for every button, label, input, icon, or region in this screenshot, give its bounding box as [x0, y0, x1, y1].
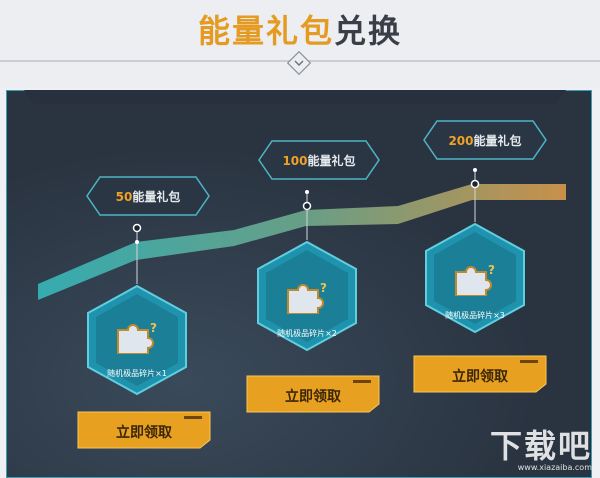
claim-button-50[interactable]: 立即领取 [74, 410, 214, 450]
reward-hex-2: ? 随机极品碎片×2 [256, 240, 358, 352]
chevron-down-icon[interactable] [286, 50, 312, 76]
claim-button-label: 立即领取 [116, 425, 172, 441]
reward-text: 随机极品碎片×2 [277, 329, 337, 338]
pack-amount: 50 [115, 190, 133, 204]
pack-amount: 200 [448, 134, 474, 148]
header: 能量礼包兑换 [0, 0, 600, 88]
puzzle-piece-icon: ? [287, 281, 327, 314]
svg-text:?: ? [150, 321, 157, 335]
reward-hex-3: ? 随机极品碎片×3 [424, 222, 526, 334]
claim-button-label: 立即领取 [285, 389, 341, 405]
title-rest: 兑换 [334, 12, 403, 50]
claim-button-100[interactable]: 立即领取 [243, 374, 383, 414]
puzzle-piece-icon: ? [455, 263, 495, 296]
reward-text: 随机极品碎片×1 [107, 369, 167, 378]
svg-text:?: ? [488, 263, 495, 277]
pack-label-50: 50能量礼包 [86, 176, 210, 216]
watermark: 下载吧 www.xiazaiba.com [490, 421, 592, 472]
watermark-logo: 下载吧 [489, 427, 592, 465]
pack-unit: 能量礼包 [473, 134, 522, 148]
puzzle-piece-icon: ? [117, 321, 157, 354]
watermark-url: www.xiazaiba.com [517, 463, 592, 472]
svg-text:?: ? [320, 281, 327, 295]
page-title: 能量礼包兑换 [0, 6, 600, 52]
claim-button-200[interactable]: 立即领取 [410, 354, 550, 394]
pack-label-200: 200能量礼包 [423, 120, 547, 160]
pack-amount: 100 [282, 154, 308, 168]
reward-hex-1: ? 随机极品碎片×1 [86, 284, 188, 396]
reward-text: 随机极品碎片×3 [445, 311, 505, 320]
title-accent: 能量礼包 [197, 12, 334, 50]
pack-unit: 能量礼包 [132, 190, 181, 204]
pack-unit: 能量礼包 [307, 154, 356, 168]
claim-button-label: 立即领取 [452, 369, 508, 385]
pack-label-100: 100能量礼包 [258, 140, 380, 180]
